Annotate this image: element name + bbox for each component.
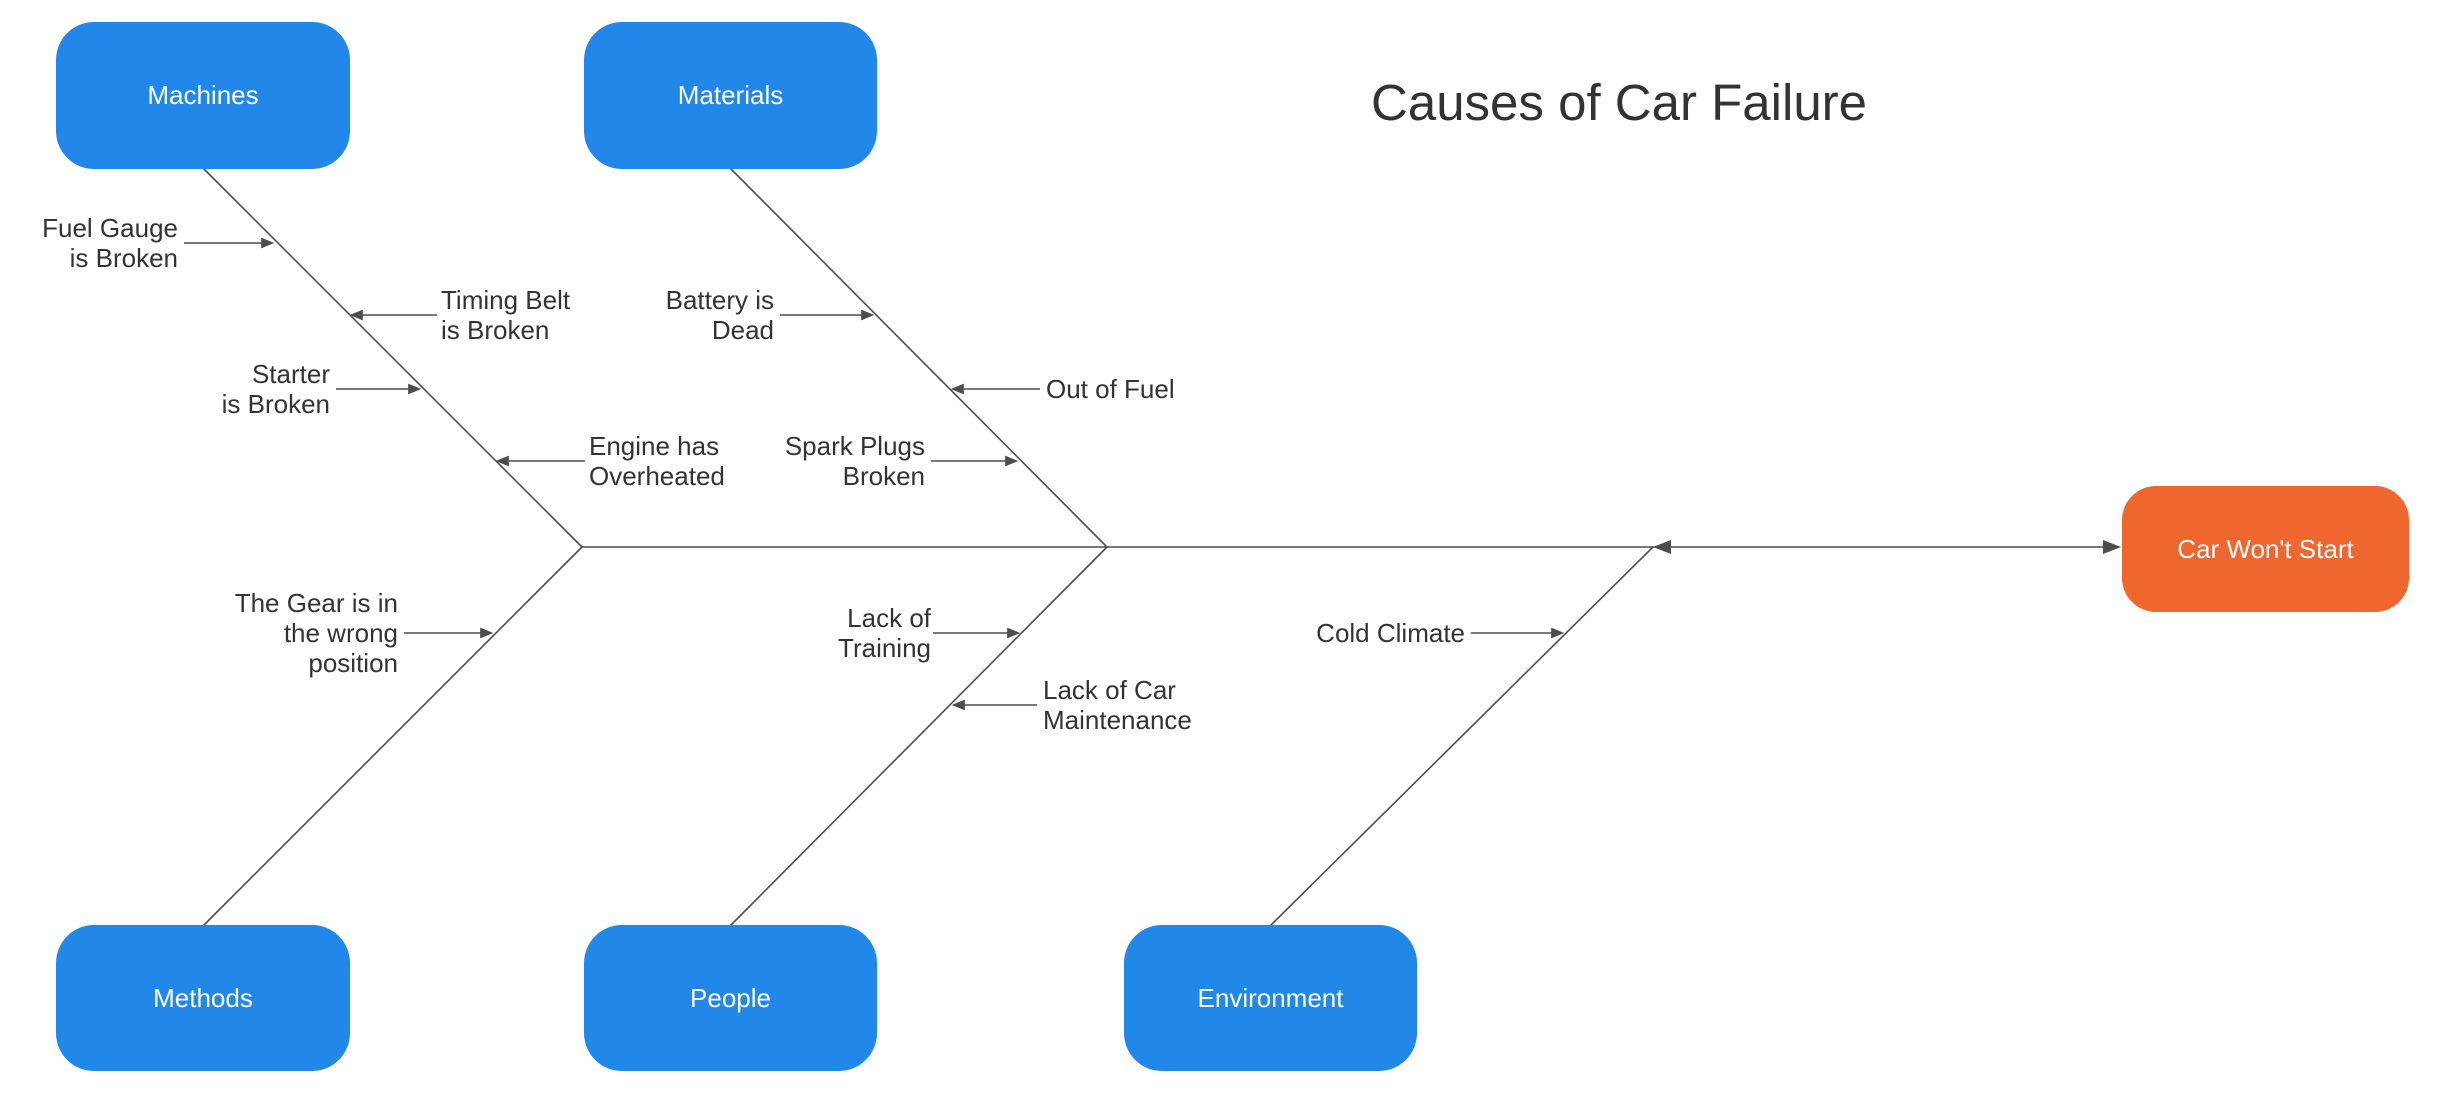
people-bone	[729, 546, 1108, 927]
category-node-machines: Machines	[56, 22, 350, 169]
category-node-materials: Materials	[584, 22, 877, 169]
category-label-people: People	[690, 982, 771, 1013]
cause-label-engine-has-overheated: Engine has Overheated	[589, 431, 725, 491]
diagram-title: Causes of Car Failure	[1371, 74, 1868, 131]
materials-bone	[729, 167, 1108, 548]
cause-label-battery-is-dead: Battery is Dead	[665, 285, 774, 345]
category-label-methods: Methods	[153, 982, 253, 1013]
cause-label-gear-wrong-position: The Gear is in the wrong position	[234, 588, 398, 678]
methods-bone	[202, 546, 583, 927]
spine-arrowhead-at-environment-junction	[1653, 540, 1671, 554]
spine-arrowhead-to-effect	[2103, 540, 2121, 554]
cause-label-spark-plugs-broken: Spark Plugs Broken	[784, 431, 925, 491]
cause-label-cold-climate: Cold Climate	[1316, 618, 1465, 648]
category-node-people: People	[584, 925, 877, 1071]
effect-label: Car Won't Start	[2177, 533, 2354, 564]
cause-label-fuel-gauge-is-broken: Fuel Gauge is Broken	[42, 213, 178, 273]
cause-label-timing-belt-is-broken: Timing Belt is Broken	[441, 285, 571, 345]
category-node-methods: Methods	[56, 925, 350, 1071]
category-label-machines: Machines	[147, 80, 259, 110]
machines-bone	[202, 167, 583, 548]
cause-label-lack-of-car-maintenance: Lack of Car Maintenance	[1043, 675, 1192, 735]
category-label-environment: Environment	[1197, 982, 1344, 1013]
cause-label-out-of-fuel: Out of Fuel	[1046, 374, 1175, 404]
category-node-environment: Environment	[1124, 925, 1417, 1071]
category-label-materials: Materials	[677, 80, 784, 110]
cause-label-starter-is-broken: Starter is Broken	[221, 359, 330, 419]
effect-node-car-wont-start: Car Won't Start	[2122, 486, 2409, 612]
environment-bone	[1269, 546, 1654, 927]
cause-label-lack-of-training: Lack of Training	[838, 603, 931, 663]
